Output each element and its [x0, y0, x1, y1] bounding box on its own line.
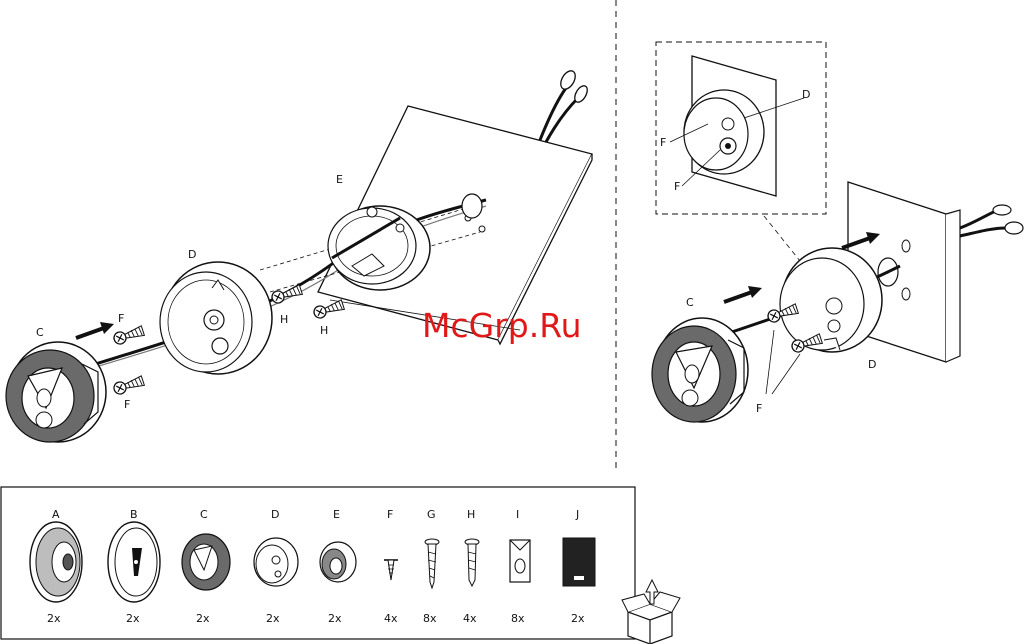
part-e-cup-mini [320, 542, 356, 582]
part-letter-c: C [200, 508, 208, 521]
callout-f-bottom: F [124, 398, 130, 411]
part-qty-e: 2x [328, 612, 342, 625]
part-c-speaker [182, 534, 230, 590]
part-letter-j: J [575, 508, 579, 521]
part-qty-f: 4x [384, 612, 398, 625]
part-qty-g: 8x [423, 612, 437, 625]
part-letter-a: A [52, 508, 60, 521]
callout-h-top: H [280, 313, 288, 326]
part-qty-i: 8x [511, 612, 525, 625]
inset-detail: D F F [656, 42, 826, 214]
callout-c: C [36, 326, 44, 339]
left-exploded-view: C D E F F H H [6, 68, 592, 442]
wire-terminal-icon [960, 205, 1023, 236]
callout-e: E [336, 173, 343, 186]
part-b-grille [108, 522, 160, 602]
part-d-cup-mini [254, 538, 298, 586]
part-letter-f: F [387, 508, 393, 521]
part-a-speaker [30, 522, 82, 602]
part-letter-d: D [271, 508, 279, 521]
right-callout-c: C [686, 296, 694, 309]
part-qty-d: 2x [266, 612, 280, 625]
inset-callout-f-bottom: F [674, 180, 680, 193]
part-letter-e: E [333, 508, 340, 521]
part-qty-a: 2x [47, 612, 61, 625]
part-letter-g: G [427, 508, 436, 521]
callout-d: D [188, 248, 196, 261]
watermark: McGrp.Ru [422, 306, 582, 345]
part-d-cup [160, 262, 272, 374]
part-i-clip [510, 540, 530, 582]
part-letter-b: B [130, 508, 138, 521]
callout-f-top: F [118, 312, 124, 325]
part-letter-i: I [516, 508, 519, 521]
part-qty-j: 2x [571, 612, 585, 625]
part-e-cup [328, 206, 430, 290]
right-callout-f: F [756, 402, 762, 415]
part-qty-h: 4x [463, 612, 477, 625]
part-qty-c: 2x [196, 612, 210, 625]
parts-list: A B C D E F G H I J 2x 2x 2x 2x 2x 4x 8x… [1, 487, 635, 639]
callout-h-bottom: H [320, 324, 328, 337]
wire-terminal-icon [540, 68, 590, 142]
inset-callout-f-top: F [660, 136, 666, 149]
part-j-template [563, 538, 595, 586]
part-qty-b: 2x [126, 612, 140, 625]
speaker-icon [6, 342, 106, 442]
inset-callout-d: D [802, 88, 810, 101]
right-callout-d: D [868, 358, 876, 371]
part-letter-h: H [467, 508, 475, 521]
right-assembly-view: C D F [652, 182, 1023, 422]
